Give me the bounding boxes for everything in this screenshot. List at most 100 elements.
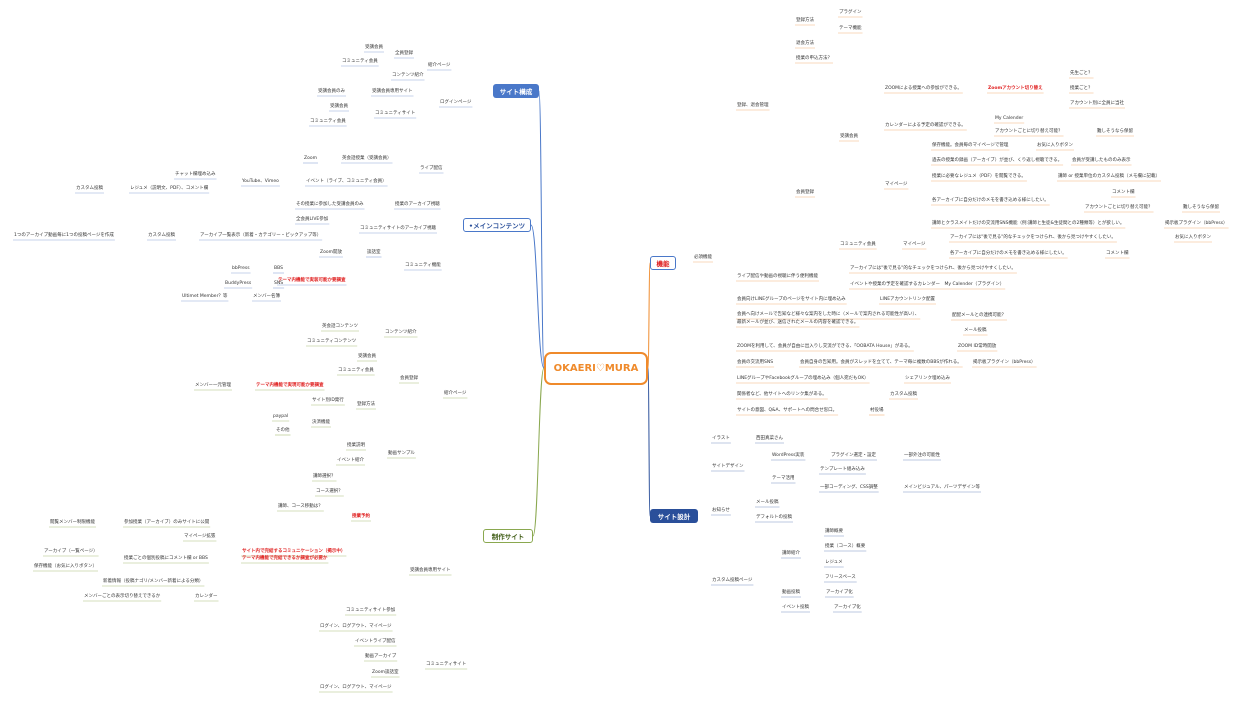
node-feat-required[interactable]: 必須機能	[694, 255, 712, 260]
node-feat-hard-hold2[interactable]: 難しそうなら保留	[1183, 205, 1219, 210]
node-prod-comm-warning-1[interactable]: サイト内で完結するコミュニケーション（掲示中）	[242, 549, 346, 554]
node-feat-comment-field[interactable]: コメント欄	[1112, 190, 1135, 195]
node-design-event-post[interactable]: イベント投稿	[782, 605, 809, 610]
node-prod-course-site[interactable]: 受講会員専用サイト	[410, 568, 451, 573]
node-feat-comment-field2[interactable]: コメント欄	[1106, 251, 1129, 256]
node-community-archive[interactable]: コミュニティサイトのアーカイブ視聴	[360, 226, 436, 231]
node-bbpress[interactable]: bbPress	[232, 266, 250, 271]
node-feat-zoom-id[interactable]: ZOOM ID常時開放	[958, 344, 997, 349]
node-theme-bbs-warning[interactable]: テーマ内機能で実装可能か要調査	[278, 278, 346, 283]
node-community-func[interactable]: コミュニティ機能	[405, 263, 441, 268]
node-prod-login-logout2[interactable]: ログイン、ログアウト、マイページ	[320, 685, 392, 690]
node-custom-post[interactable]: カスタム投稿	[76, 186, 103, 191]
node-design-teacher-summary[interactable]: 講師概要	[825, 529, 843, 534]
node-feat-fav-button2[interactable]: お気に入りボタン	[1175, 235, 1211, 240]
node-design-custom-post-page[interactable]: カスタム投稿ページ	[712, 578, 753, 583]
node-feat-custom-post2[interactable]: カスタム投稿	[890, 392, 917, 397]
node-prod-toggle-display[interactable]: メンバーごとの表示切り替えできるか	[84, 594, 161, 599]
node-prod-member-mgmt[interactable]: メンバー一元管理	[195, 383, 231, 388]
node-feat-member-reg[interactable]: 会員登録	[796, 190, 814, 195]
node-prod-theme-check-warning[interactable]: テーマ内機能で実現可能か要調査	[256, 383, 324, 388]
node-prod-content-intro[interactable]: コンテンツ紹介	[385, 330, 417, 335]
node-feat-course-member[interactable]: 受講会員	[840, 134, 858, 139]
node-course-member[interactable]: 受講会員	[365, 45, 383, 50]
node-login-page[interactable]: ログインページ	[440, 100, 472, 105]
node-prod-community-member[interactable]: コミュニティ会員	[338, 368, 374, 373]
node-only-participants[interactable]: その授業に参加した受講会員のみ	[296, 202, 364, 207]
node-feat-event-calendar[interactable]: イベントや授業の予定を確認するカレンダー My Calender（プラグイン）	[850, 282, 1005, 287]
node-events[interactable]: イベント（ライブ、コミュニティ会員）	[306, 179, 387, 184]
node-prod-archive-list[interactable]: アーカイブ（一覧ページ）	[44, 549, 98, 554]
node-archive-list[interactable]: アーカイブ一覧表示（新着・カテゴリー・ピックアップ等）	[200, 233, 322, 238]
node-design-site-design[interactable]: サイトデザイン	[712, 464, 744, 469]
node-feat-theme-func[interactable]: テーマ機能	[839, 26, 862, 31]
node-feat-mypage[interactable]: マイページ	[885, 182, 908, 187]
node-prod-community-join[interactable]: コミュニティサイト参加	[346, 608, 396, 613]
node-prod-view-limit[interactable]: 閲覧メンバー制限機能	[50, 520, 95, 525]
node-feat-zoom-house[interactable]: ZOOMを利用して、会員が自由に出入りし交流ができる、「OOBATA House…	[737, 344, 913, 349]
node-prod-event-intro[interactable]: イベント紹介	[337, 458, 364, 463]
branch-main-contents[interactable]: •メインコンテンツ	[463, 218, 531, 232]
node-zoom-open[interactable]: Zoom開放	[320, 250, 342, 255]
node-feat-resume-pdf[interactable]: 授業に必要なレジュメ（PDF）を閲覧できる。	[932, 174, 1026, 179]
node-prod-payment[interactable]: 決済機能	[312, 420, 330, 425]
root-node[interactable]: OKAERI♡MURA	[544, 352, 648, 385]
node-prod-comm-warning-2[interactable]: テーマ内機能で完結できるか調査が必要か	[242, 556, 328, 561]
node-design-outsourcing[interactable]: 一部外注の可能性	[904, 453, 940, 458]
node-design-archive[interactable]: アーカイブ化	[826, 590, 853, 595]
node-prod-mypage-ext[interactable]: マイページ拡張	[184, 534, 216, 539]
node-design-main-visual[interactable]: メインビジュアル、パーツデザイン等	[904, 485, 980, 490]
node-feat-later-check2[interactable]: アーカイブには"後で見る"的なチェックをつけられ、後から見つけやすくしたい。	[850, 266, 1016, 271]
node-design-video-post[interactable]: 動画投稿	[782, 590, 800, 595]
node-feat-calendar-check[interactable]: カレンダーによる予定の確認ができる。	[885, 123, 966, 128]
node-chat-room[interactable]: 談話室	[367, 250, 381, 255]
node-feat-village[interactable]: 村役場	[870, 408, 884, 413]
node-design-wp-theme[interactable]: WordPress実装	[772, 453, 805, 458]
node-feat-per-account[interactable]: アカウント別に全員に当社	[1070, 101, 1124, 106]
node-prod-course-member[interactable]: 受講会員	[358, 354, 376, 359]
node-feat-mail-delivery[interactable]: 配配メールとの連携可能？	[952, 313, 1006, 318]
node-feat-mypage2[interactable]: マイページ	[903, 242, 926, 247]
node-feat-fav-button[interactable]: お気に入りボタン	[1037, 143, 1073, 148]
node-feat-zoom-switch[interactable]: Zoomアカウント切り替え	[988, 86, 1043, 91]
node-prod-calendar[interactable]: カレンダー	[195, 594, 218, 599]
node-feat-withdraw[interactable]: 退会方法	[796, 41, 814, 46]
node-prod-booking[interactable]: 授業予約	[352, 514, 370, 519]
node-community-site[interactable]: コミュニティサイト	[375, 111, 416, 116]
node-prod-save-func[interactable]: 保存機能（お気に入りボタン）	[34, 564, 97, 569]
node-feat-later-check[interactable]: アーカイブには"後で見る"的なチェックをつけられ、後から見つけやすくしたい。	[950, 235, 1116, 240]
node-feat-hard-hold[interactable]: 難しそうなら保留	[1097, 129, 1133, 134]
node-design-resume[interactable]: レジュメ	[825, 560, 843, 565]
node-feat-bbpress-plugin[interactable]: 掲示板プラグイン（bbPress）	[1165, 221, 1228, 226]
node-prod-community-content[interactable]: コミュニティコンテンツ	[307, 339, 357, 344]
node-feat-mail-notice2[interactable]: 最新メールが並び、送信されたメールの内容を確認できる。	[737, 320, 859, 325]
node-feat-account-switch2[interactable]: アカウントごとに切り替え可能？	[1085, 205, 1153, 210]
node-design-template[interactable]: テンプレート組み込み	[820, 467, 865, 472]
node-feat-plugin[interactable]: プラグイン	[839, 10, 862, 15]
node-prod-course-select[interactable]: コース選択？	[316, 489, 343, 494]
node-bbs[interactable]: BBS	[274, 266, 283, 271]
node-feat-per-class[interactable]: 授業ごと？	[1070, 86, 1093, 91]
node-intro-page[interactable]: 紹介ページ	[428, 63, 451, 68]
node-feat-community-member[interactable]: コミュニティ会員	[840, 242, 876, 247]
node-feat-fb-group[interactable]: LINEグループやFacebookグループの埋め込み（個人宛だもOK）	[737, 376, 869, 381]
node-design-mail-post[interactable]: メール投稿	[756, 500, 779, 505]
node-design-plugin-setup[interactable]: プラグイン選定・設定	[831, 453, 876, 458]
node-feat-line-embed[interactable]: 会員向けLINEグループのページをサイト内に埋め込み	[737, 297, 846, 302]
node-prod-member-reg[interactable]: 会員登録	[400, 376, 418, 381]
node-feat-teacher[interactable]: 先生ごと？	[1070, 71, 1093, 76]
node-course-only-site[interactable]: 受講会員専用サイト	[372, 89, 413, 94]
node-all-live[interactable]: 全会員LIVE参加	[296, 217, 329, 222]
node-ultimate-member[interactable]: Ultimet Member？等	[182, 294, 228, 299]
node-feat-reg-method[interactable]: 登録方法	[796, 18, 814, 23]
node-feat-my-calendar[interactable]: My Calender	[995, 116, 1024, 121]
node-prod-teacher-course[interactable]: 講師、コース移動は？	[278, 504, 323, 509]
node-prod-community-site[interactable]: コミュニティサイト	[426, 662, 467, 667]
node-one-archive-page[interactable]: 1つのアーカイブ動画毎に1つの投稿ページを作成	[14, 233, 114, 238]
node-feat-line-link[interactable]: LINEアカウントリンク配置	[880, 297, 936, 302]
node-design-illust[interactable]: イラスト	[712, 436, 730, 441]
node-prod-video-archive[interactable]: 動画アーカイブ	[365, 654, 397, 659]
node-feat-sns-desc[interactable]: 会員自身の告知用。会員がスレッドを立てて、テーマ毎に複数のBBSが作れる。	[800, 360, 962, 365]
node-prod-video-sample[interactable]: 動画サンプル	[388, 451, 415, 456]
node-course-member2[interactable]: 受講会員	[330, 104, 348, 109]
